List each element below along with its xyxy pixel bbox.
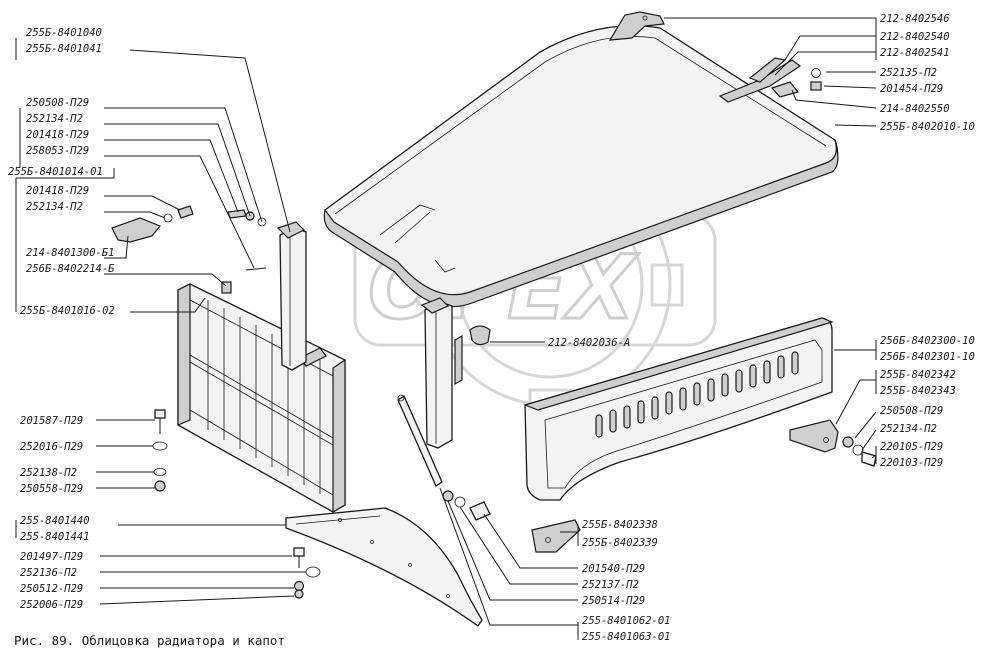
- callout-label: 212-8402541: [880, 47, 950, 59]
- callout-label: 252134-П2: [26, 201, 83, 213]
- callout-label: 256Б-8402300-10: [880, 335, 975, 347]
- hood-support-rod: [397, 394, 443, 487]
- callout-label: 255Б-8402343: [880, 385, 956, 397]
- callout-label: 212-8402036-А: [548, 337, 630, 349]
- callout-label: 255Б-8401040: [26, 27, 102, 39]
- right-radiator-post: [420, 297, 463, 449]
- callout-label: 252006-П29: [20, 599, 83, 611]
- latch-pin: [245, 267, 267, 271]
- callout-label: 252134-П2: [26, 113, 83, 125]
- callout-label: 201497-П29: [20, 551, 83, 563]
- callout-label: 250508-П29: [26, 97, 89, 109]
- callout-label: 212-8402546: [880, 13, 950, 25]
- callout-label: 201454-П29: [880, 83, 943, 95]
- callout-label: 255Б-8402342: [880, 369, 956, 381]
- grille-bolt-stack: [152, 409, 168, 492]
- side-panel-louvers: [595, 351, 799, 438]
- rear-bolt-stack: [842, 436, 877, 467]
- callout-label: 214-8401300-Б1: [26, 247, 115, 259]
- side-panel-rear-bracket: [789, 419, 839, 453]
- callout-label: 252135-П2: [880, 67, 937, 79]
- callout-label: 252134-П2: [880, 423, 937, 435]
- callout-label: 255Б-8401016-02: [20, 305, 115, 317]
- callout-label: 220105-П29: [880, 441, 943, 453]
- callout-label: 250558-П29: [20, 483, 83, 495]
- callout-label: 255Б-8401041: [26, 43, 102, 55]
- figure-caption: Рис. 89. Облицовка радиатора и капот: [14, 633, 285, 648]
- hood-bolt-right: [810, 68, 822, 91]
- side-panel-lower-bracket: [531, 519, 581, 553]
- callout-label: 258053-П29: [26, 145, 89, 157]
- callout-label: 252138-П2: [20, 467, 77, 479]
- callout-label: 255Б-8401014-01: [8, 166, 103, 178]
- radiator-grille-frame: [177, 283, 346, 514]
- callout-labels-bottom: 255Б-8402338 255Б-8402339 201540-П29 252…: [582, 519, 671, 643]
- callout-label: 214-8402550: [880, 103, 950, 115]
- hood-bracket: [770, 81, 800, 98]
- callout-label: 250508-П29: [880, 405, 943, 417]
- hood-hinge-left: [608, 11, 665, 41]
- callout-label: 201587-П29: [20, 415, 83, 427]
- callout-label: 256Б-8402214-Б: [26, 263, 115, 275]
- callout-label: 212-8402540: [880, 31, 950, 43]
- leader-lines: [15, 17, 877, 640]
- callout-label: 252136-П2: [20, 567, 77, 579]
- lower-deflector-plate: [285, 507, 483, 627]
- callout-label: 201418-П29: [26, 129, 89, 141]
- callout-label: 250514-П29: [582, 595, 645, 607]
- callout-label: 201540-П29: [582, 563, 645, 575]
- callout-label: 250512-П29: [20, 583, 83, 595]
- callout-label: 256Б-8402301-10: [880, 351, 975, 363]
- callout-label: 201418-П29: [26, 185, 89, 197]
- callout-labels-right: 212-8402546 212-8402540 212-8402541 2521…: [880, 13, 975, 469]
- side-panel: [523, 317, 834, 501]
- plate-bolt-stack: [293, 547, 321, 599]
- callout-label: 255-8401063-01: [582, 631, 671, 643]
- callout-label: 255-8401441: [20, 531, 90, 543]
- left-radiator-post: [276, 221, 307, 371]
- callout-label: 255-8401062-01: [582, 615, 671, 627]
- callout-label: 252016-П29: [20, 441, 83, 453]
- callout-label: 255Б-8402010-10: [880, 121, 975, 133]
- center-rubber-stop: [469, 325, 491, 346]
- buffer-bracket: [111, 205, 194, 243]
- rubber-pad: [221, 281, 232, 294]
- callout-labels-center: 212-8402036-А: [548, 337, 630, 349]
- callout-label: 252137-П2: [582, 579, 639, 591]
- hood-part: [323, 25, 839, 308]
- callout-label: 220103-П29: [880, 457, 943, 469]
- callout-label: 255-8401440: [20, 515, 90, 527]
- callout-label: 255Б-8402338: [582, 519, 658, 531]
- callout-label: 255Б-8402339: [582, 537, 658, 549]
- callout-labels-left: 255Б-8401040 255Б-8401041 250508-П29 252…: [8, 27, 115, 611]
